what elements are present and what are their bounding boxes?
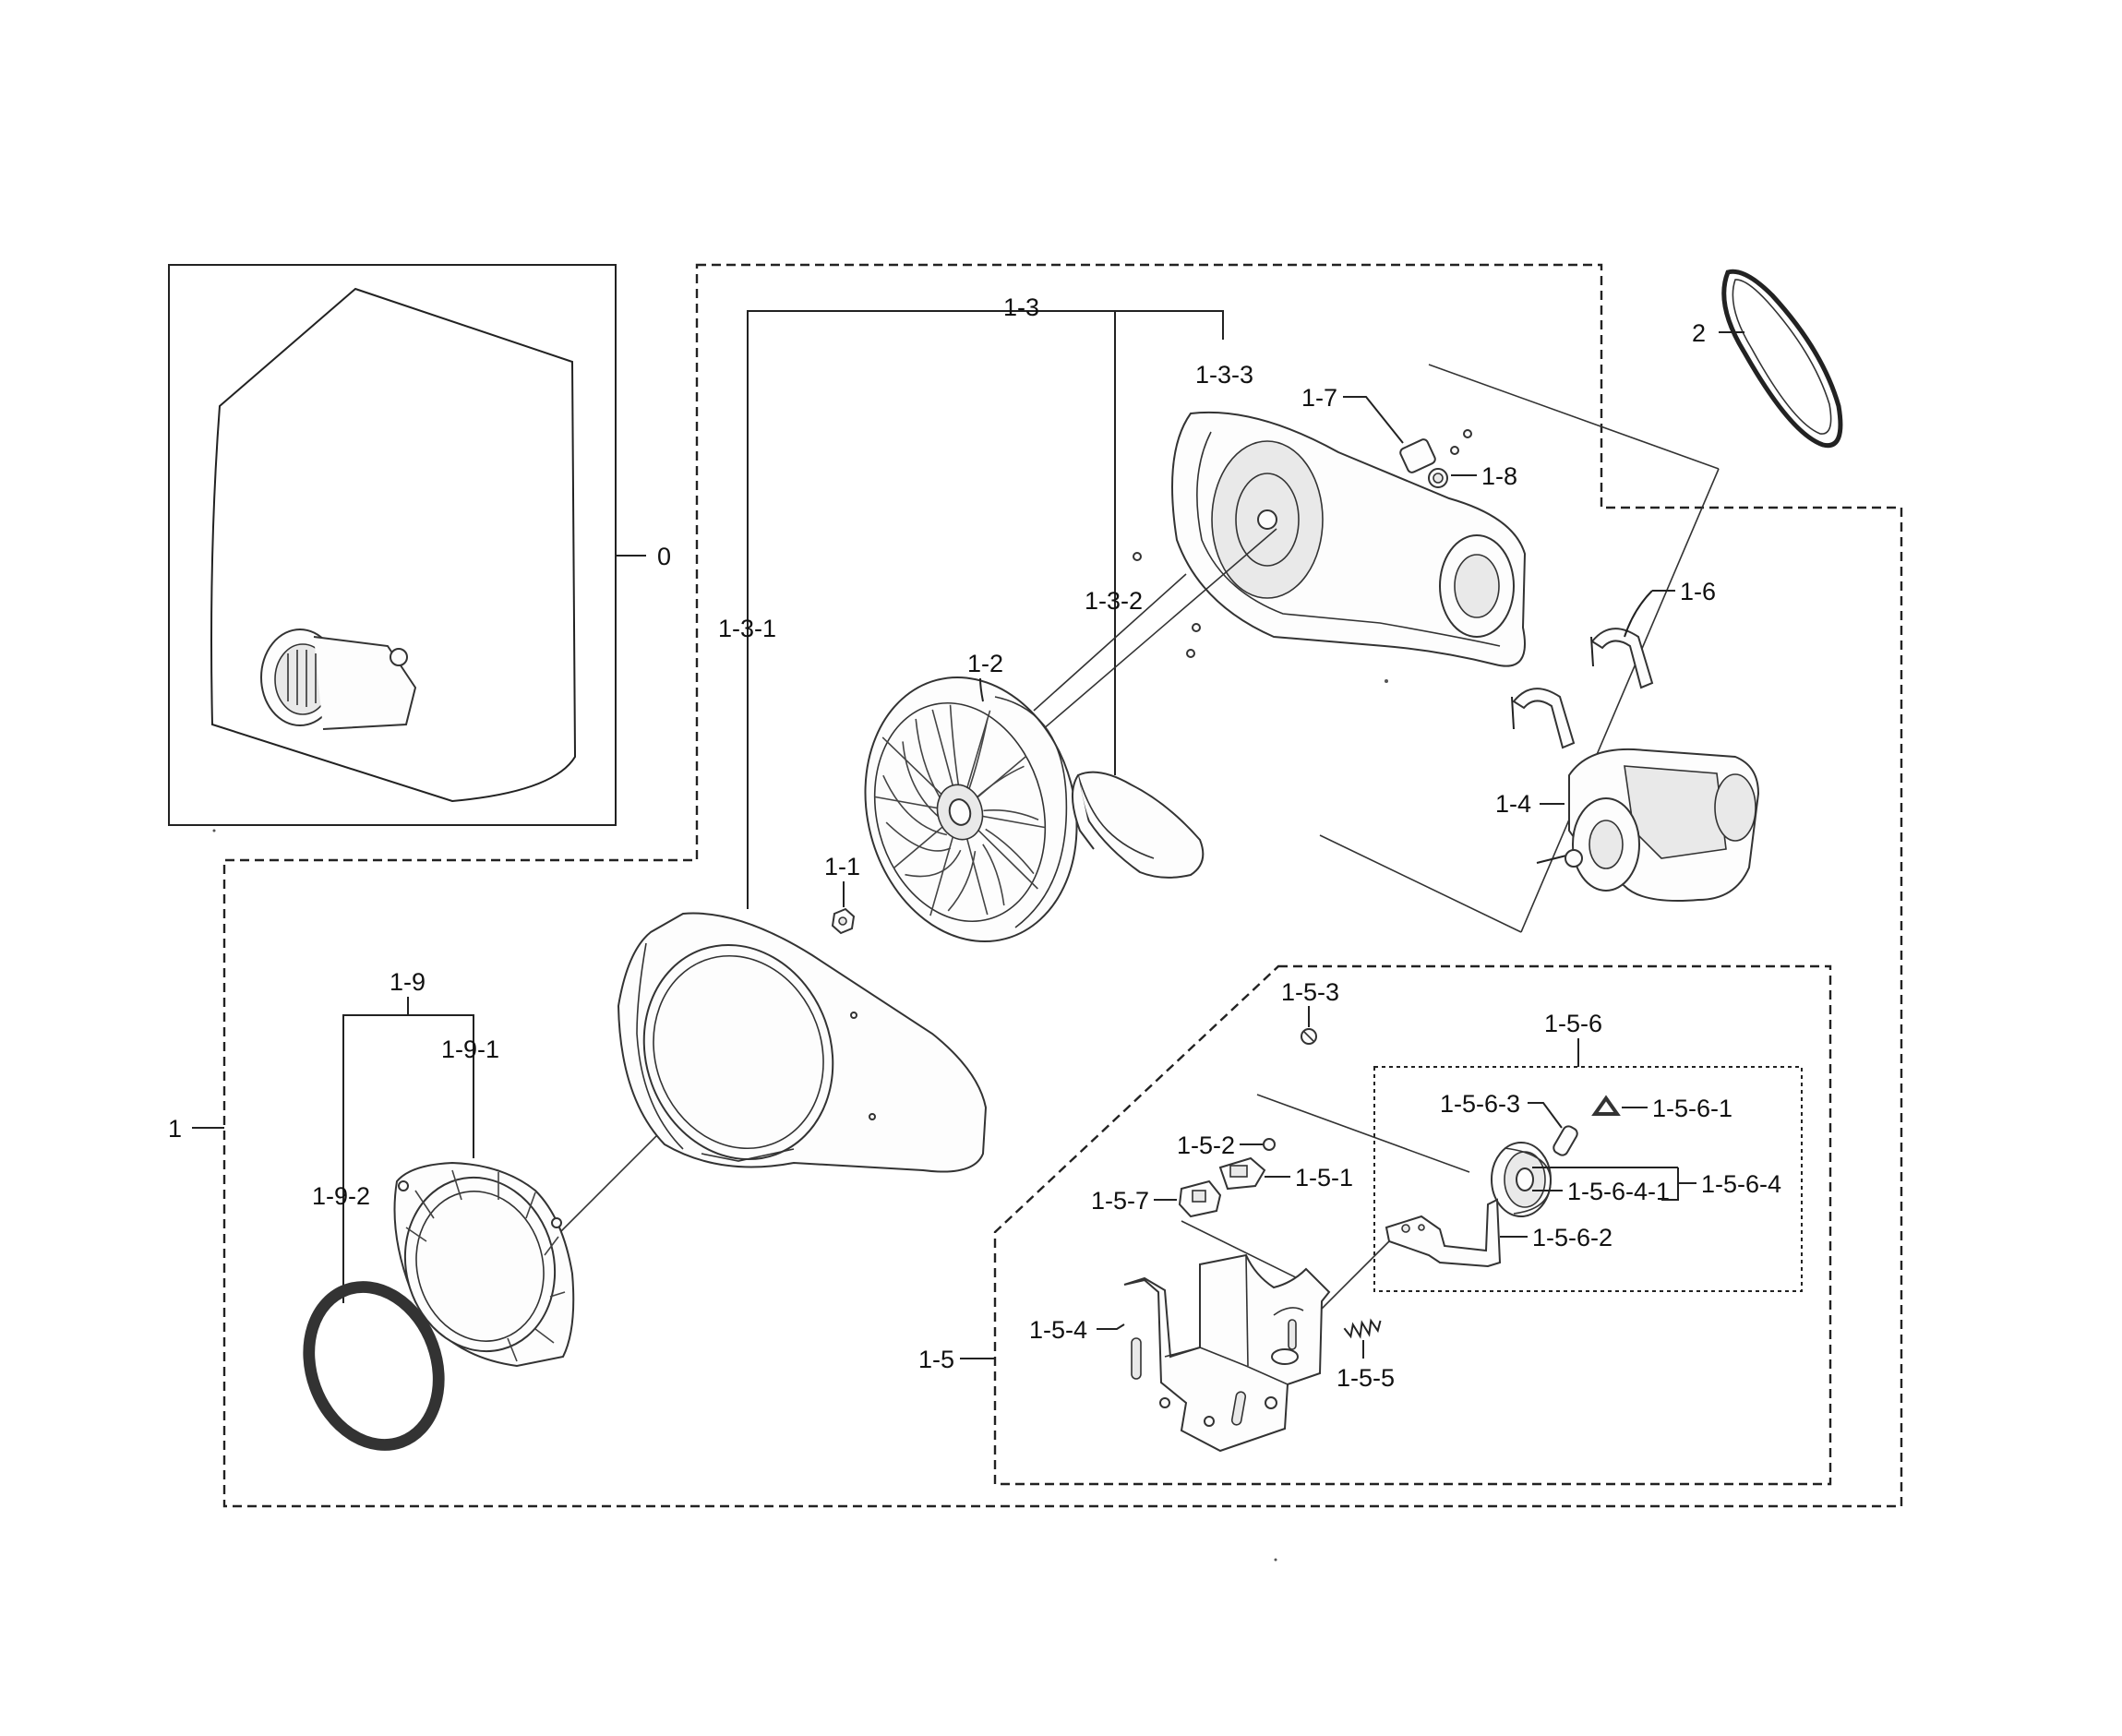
label-1-9-top: 1-9: [390, 968, 426, 996]
label-1-5-6-1: 1-5-6-1: [1652, 1095, 1732, 1122]
label-1-9-2: 1-9-2: [312, 1182, 370, 1210]
label-1-7: 1-7: [1301, 384, 1337, 412]
label-1-3: 1-3: [1003, 293, 1039, 321]
label-2: 2: [1692, 319, 1706, 347]
label-1-6: 1-6: [1680, 578, 1716, 605]
bracket-1-3: [747, 310, 1224, 909]
sensor-1-8: [1428, 468, 1448, 488]
label-1-9-1: 1-9-1: [441, 1036, 499, 1063]
label-1-5-6: 1-5-6: [1544, 1010, 1602, 1037]
assembly-1-dashed-outline: [222, 263, 1903, 1508]
label-1-3-1: 1-3-1: [718, 615, 776, 642]
label-1-5-6-3: 1-5-6-3: [1440, 1090, 1520, 1118]
blower-impeller-1-2: [864, 676, 1078, 943]
pin-1-5-6-3: [1553, 1125, 1578, 1156]
front-blower-housing-1-3-1: [617, 912, 988, 1173]
label-1-5-3: 1-5-3: [1281, 978, 1339, 1006]
switch-bracket-1-5-1: [1218, 1156, 1266, 1191]
assembly-1-5-dashed-box: [993, 964, 1832, 1486]
label-1-5-6-4: 1-5-6-4: [1701, 1170, 1781, 1198]
drive-belt-2: [1721, 269, 1843, 449]
mini-blower-assembly: [260, 629, 417, 730]
label-1-5-2: 1-5-2: [1177, 1131, 1235, 1159]
clip-1-5-6-1: [1591, 1095, 1621, 1116]
rear-blower-housing-1-3-3: [1133, 411, 1527, 667]
label-1-5-4: 1-5-4: [1029, 1316, 1087, 1344]
duct-seal-1-3-2: [1071, 771, 1205, 879]
screw-1-5-2: [1263, 1138, 1276, 1151]
assembly-1-5-6-box: [1373, 1066, 1803, 1292]
impeller-nut-1-1: [831, 907, 856, 935]
idler-arm-1-5-6-2: [1385, 1198, 1502, 1268]
microswitch-1-5-7: [1178, 1179, 1222, 1218]
assembly-0-box: [168, 264, 617, 826]
label-1: 1: [168, 1115, 182, 1143]
motor-mount-bracket-1-5-4: [1123, 1253, 1331, 1453]
drive-motor-1-4: [1536, 748, 1760, 902]
motor-clamp-1-6: [1511, 628, 1654, 749]
label-1-1: 1-1: [824, 853, 860, 880]
screw-1-5-3: [1301, 1028, 1317, 1045]
label-1-5-7: 1-5-7: [1091, 1187, 1149, 1215]
label-1-5-6-4-1: 1-5-6-4-1: [1567, 1178, 1670, 1205]
label-1-3-2: 1-3-2: [1085, 587, 1143, 615]
label-1-4: 1-4: [1495, 790, 1531, 818]
idler-pulley-1-5-6-4: [1491, 1142, 1552, 1217]
label-1-8: 1-8: [1481, 462, 1517, 490]
label-1-5-5: 1-5-5: [1337, 1364, 1395, 1392]
label-1-2: 1-2: [967, 650, 1003, 677]
housing-0-outline: [210, 287, 577, 803]
label-1-3-3: 1-3-3: [1195, 361, 1253, 389]
label-0: 0: [657, 543, 671, 570]
fan-ring-frame-1-9-1: [393, 1161, 575, 1368]
gasket-ring-1-9-2: [303, 1281, 445, 1451]
idler-spring-1-5-5: [1343, 1318, 1382, 1339]
label-1-5: 1-5: [918, 1346, 954, 1373]
label-1-5-6-2: 1-5-6-2: [1532, 1224, 1612, 1251]
bracket-1-9: [342, 997, 474, 1303]
label-1-5-1: 1-5-1: [1295, 1164, 1353, 1191]
thermostat-1-7: [1399, 429, 1472, 473]
